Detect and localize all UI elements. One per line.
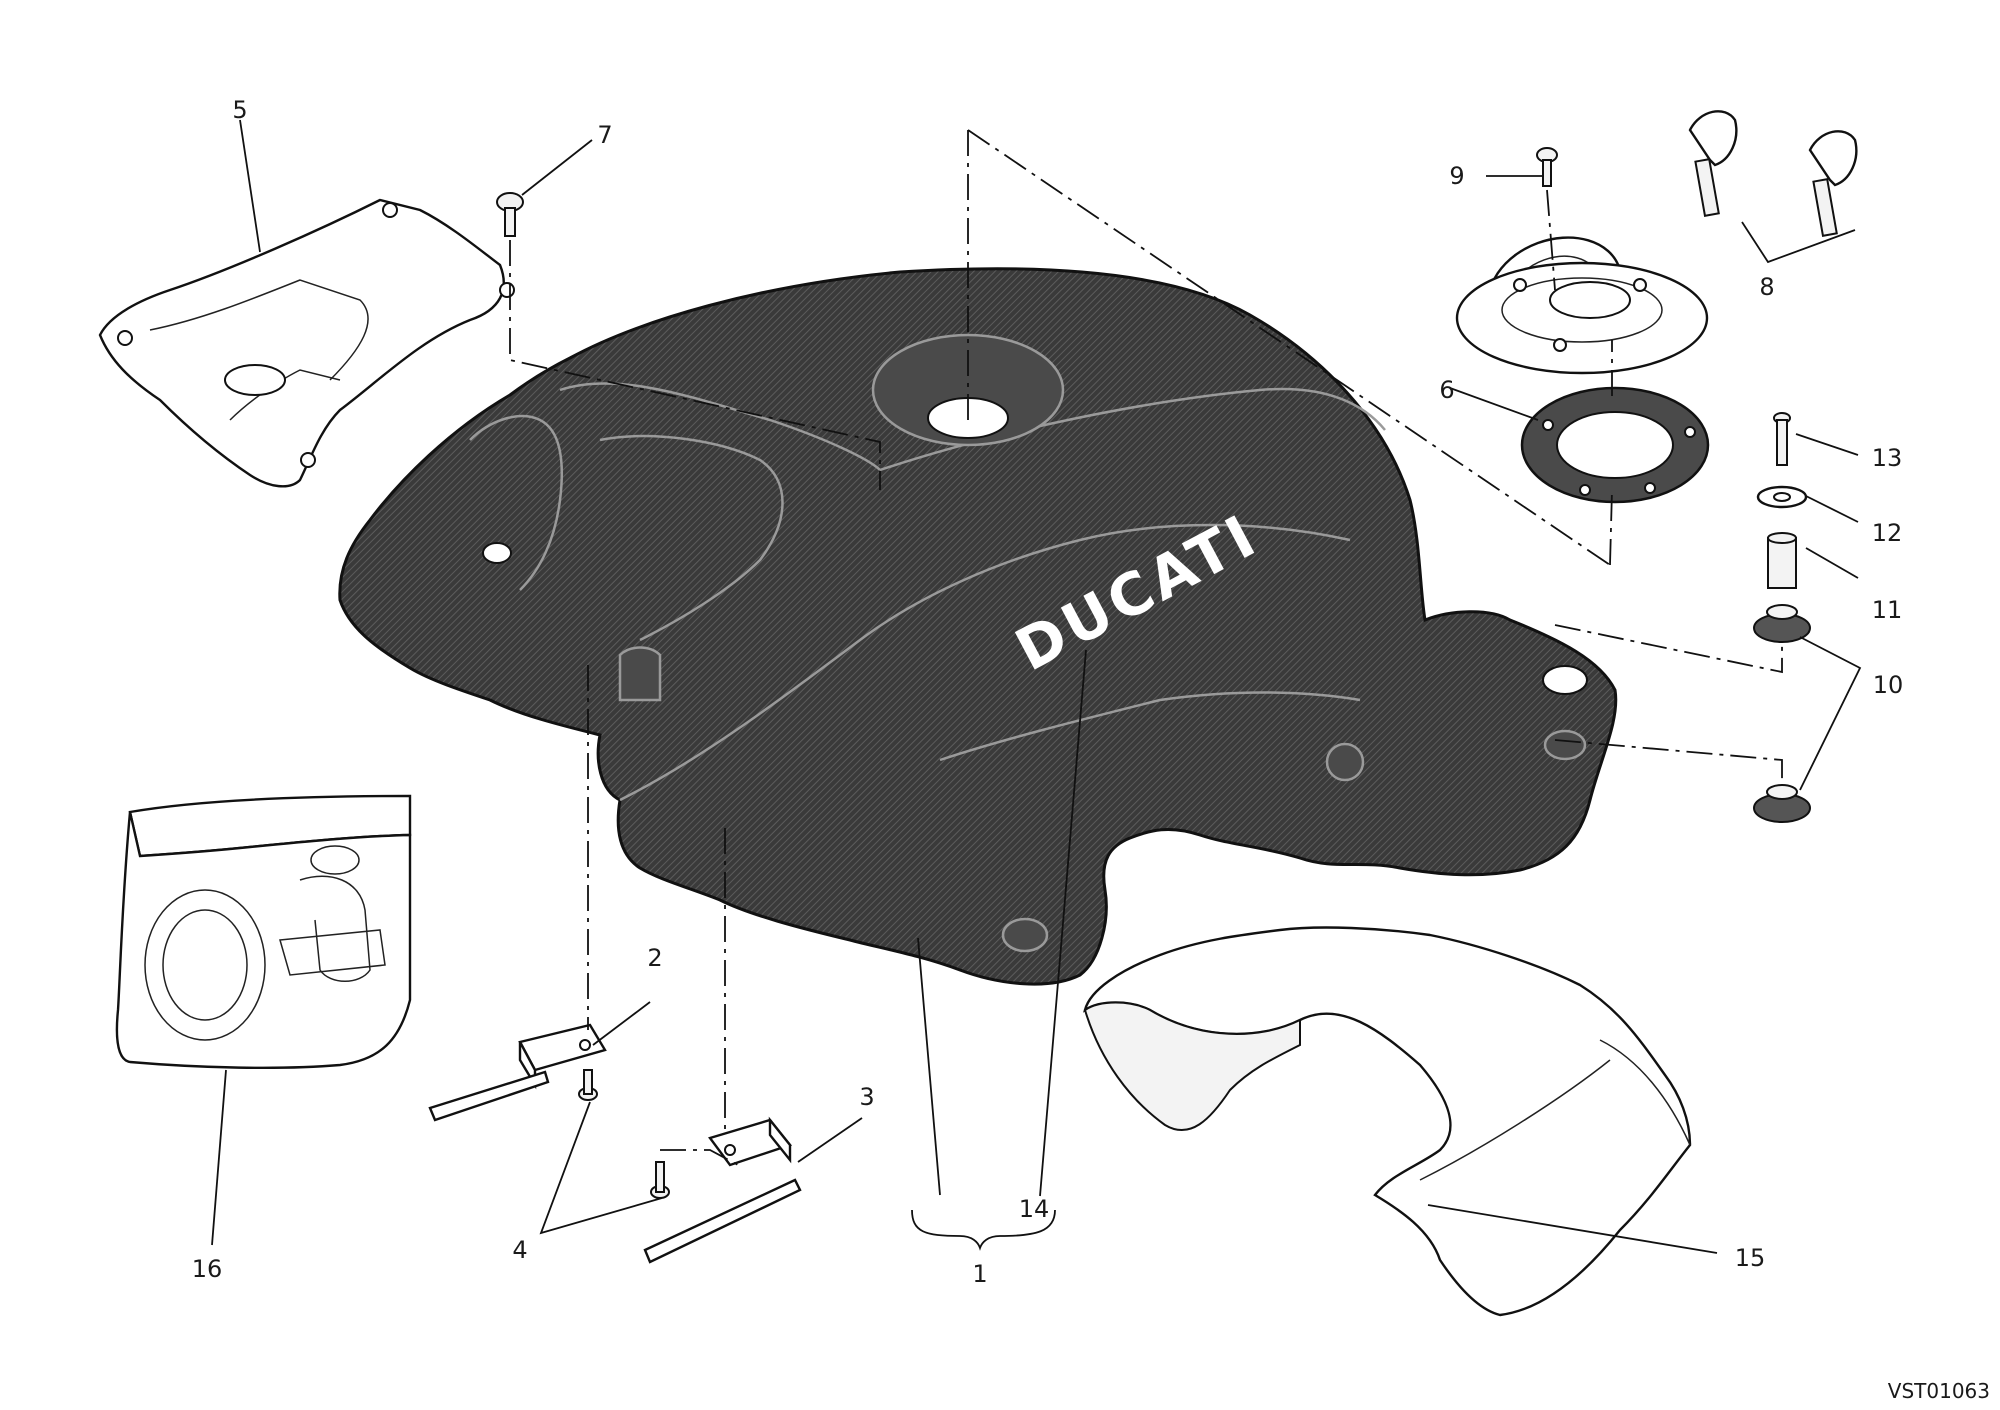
fuel-cap-assembly <box>1455 110 1858 375</box>
heat-shield <box>1083 926 1692 1317</box>
drawing-code: VST01063 <box>1888 1379 1990 1403</box>
callout-9: 9 <box>1449 162 1464 190</box>
callout-12: 12 <box>1872 519 1903 547</box>
callout-13: 13 <box>1872 444 1903 472</box>
bracket-screws <box>578 1069 670 1199</box>
leader-lines <box>211 119 1862 1254</box>
callout-8: 8 <box>1759 273 1774 301</box>
callout-14: 14 <box>1019 1195 1050 1223</box>
callout-15: 15 <box>1735 1244 1766 1272</box>
callout-11: 11 <box>1872 596 1903 624</box>
right-front-bracket <box>643 1116 802 1264</box>
callout-1: 1 <box>972 1260 987 1288</box>
callout-16: 16 <box>192 1255 223 1283</box>
callout-3: 3 <box>859 1083 874 1111</box>
callout-7: 7 <box>597 121 612 149</box>
callout-6: 6 <box>1439 376 1454 404</box>
callout-4: 4 <box>512 1236 527 1264</box>
mounting-hardware <box>1753 412 1811 823</box>
callout-10: 10 <box>1873 671 1904 699</box>
callout-2: 2 <box>647 944 662 972</box>
assembly-lines <box>509 129 1783 1166</box>
cover-screw <box>496 192 524 237</box>
fuel-tank: DUCATI <box>338 267 1618 986</box>
cap-screw <box>1536 147 1558 187</box>
tank-cover-plate <box>98 198 515 488</box>
left-front-bracket <box>428 1023 607 1122</box>
filler-gasket <box>1520 386 1710 504</box>
callout-5: 5 <box>232 96 247 124</box>
fuel-pump-cover <box>115 794 412 1070</box>
callout-labels: 1 2 3 4 5 6 7 8 9 10 11 12 13 14 15 16 <box>192 96 1904 1288</box>
